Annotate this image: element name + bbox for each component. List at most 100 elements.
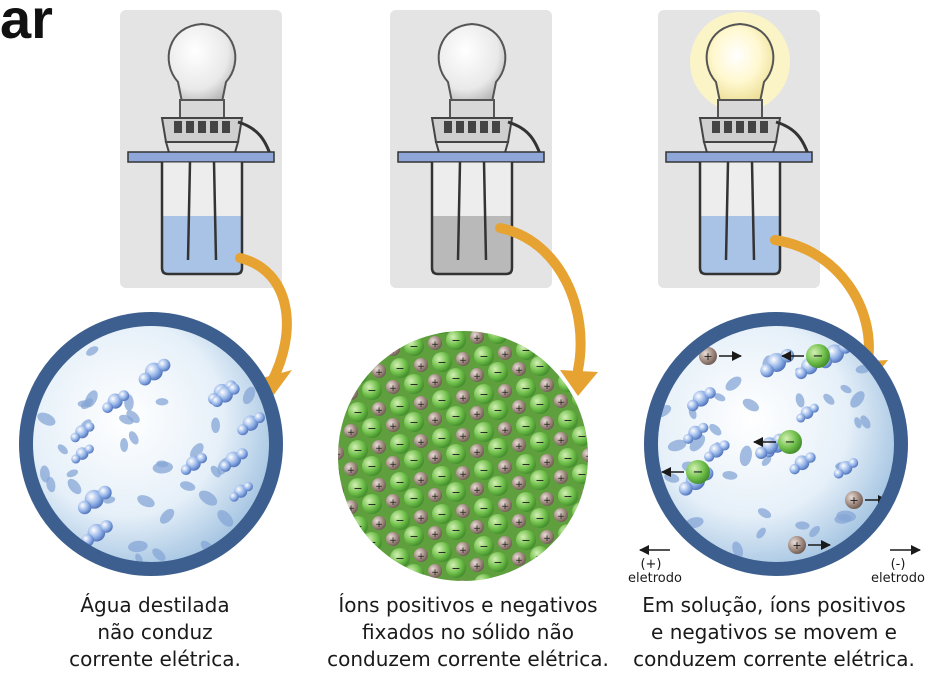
ion-sphere (428, 374, 442, 388)
negative-ion: − (614, 344, 634, 364)
ion-charge-symbol: − (563, 414, 572, 427)
positive-ion: + (512, 552, 526, 566)
ion-sphere (512, 362, 526, 376)
ion-sphere (338, 386, 340, 406)
ion-charge-symbol: − (605, 446, 614, 459)
negative-ion: − (488, 514, 508, 534)
water-molecule-blur (86, 346, 99, 356)
ion-sphere (428, 298, 442, 312)
water-molecule-blur (66, 469, 79, 478)
ion-charge-symbol: + (459, 546, 467, 556)
ion-charge-symbol: − (605, 370, 614, 383)
negative-ion: − (572, 426, 588, 446)
water-molecule-blur (156, 460, 169, 468)
ion-sphere (348, 554, 368, 574)
ion-sphere (338, 348, 340, 368)
positive-ion: + (540, 416, 554, 430)
hydrogen-atom (796, 413, 806, 423)
ion-charge-symbol: + (557, 398, 565, 408)
ion-sphere (372, 554, 386, 568)
water-molecule-blur (757, 508, 772, 519)
hydrogen-atom (196, 452, 208, 464)
hydrogen-atom (70, 432, 81, 443)
ion-sphere (470, 444, 484, 458)
ion-sphere (338, 446, 344, 460)
negative-ion: − (642, 322, 662, 342)
ion-sphere (474, 384, 494, 404)
positive-ion: + (386, 456, 400, 470)
negative-ion: − (362, 532, 382, 552)
ion-charge-symbol: + (347, 314, 355, 324)
positive-ion: + (344, 386, 358, 400)
electrode-rod (186, 161, 192, 261)
ion-charge-symbol: + (389, 498, 397, 508)
ion-sphere (498, 574, 512, 581)
positive-ion: + (428, 298, 442, 312)
electrode-sign-negative: (-) (890, 557, 906, 572)
positive-ion: + (596, 464, 610, 478)
ion-sphere (642, 512, 662, 532)
ion-charge-symbol: − (479, 350, 488, 363)
positive-ion: + (428, 564, 442, 578)
positive-ion: + (498, 460, 512, 474)
ion-charge-symbol: − (521, 458, 530, 471)
positive-ion: + (512, 362, 526, 376)
ion-sphere (344, 310, 358, 324)
ion-sphere (470, 292, 484, 306)
positive-ion: + (372, 364, 386, 378)
ion-charge-symbol: − (493, 442, 502, 455)
water-molecule-blur (159, 508, 175, 524)
positive-ion: + (638, 382, 652, 396)
ion-sphere (498, 384, 512, 398)
ion-sphere (474, 460, 494, 480)
ion-sphere (428, 488, 442, 502)
negative-ion: − (338, 348, 340, 368)
positive-ion: + (554, 546, 568, 560)
ion-charge-symbol: − (367, 422, 376, 435)
negative-ion: − (614, 306, 634, 326)
ion-charge-symbol: + (389, 574, 397, 584)
positive-ion: + (338, 522, 344, 536)
ion-charge-symbol: − (437, 508, 446, 521)
ion-sphere (512, 552, 526, 566)
ion-charge-symbol: + (557, 322, 565, 332)
water-molecule-blur (761, 456, 772, 467)
electrode-rod (482, 161, 488, 261)
ion-sphere (320, 310, 340, 330)
ion-charge-symbol: + (459, 394, 467, 404)
positive-ion: + (540, 568, 554, 581)
ion-sphere (470, 520, 484, 534)
socket-slot (760, 121, 768, 133)
negative-ion: − (348, 331, 368, 346)
ion-sphere (540, 378, 554, 392)
negative-ion: − (404, 336, 424, 356)
electrode-name-positive: eletrodo (628, 571, 682, 586)
ion-sphere (540, 454, 554, 468)
ion-sphere (699, 347, 717, 365)
ion-charge-symbol: + (417, 438, 425, 448)
negative-ion: − (642, 512, 662, 532)
apparatus-ionic-solution (658, 10, 820, 288)
caption-line: e negativos se movem e (651, 620, 897, 644)
ion-sphere (362, 494, 382, 514)
negative-ion: − (390, 548, 410, 568)
ion-sphere (540, 340, 554, 354)
negative-ion: − (600, 404, 620, 424)
ion-charge-symbol: + (431, 568, 439, 578)
water-molecule-blur (850, 391, 865, 408)
ion-sphere (456, 428, 470, 442)
positive-ion: + (338, 446, 344, 460)
positive-ion: + (456, 390, 470, 404)
water-molecule (102, 390, 130, 413)
ion-charge-symbol: + (515, 480, 523, 490)
ion-sphere (390, 434, 410, 454)
ion-charge-symbol: − (619, 310, 628, 323)
ion-charge-symbol: − (367, 308, 376, 321)
negative-ion: − (390, 510, 410, 530)
water-molecule (229, 481, 253, 502)
ion-charge-symbol: − (605, 294, 614, 307)
ion-sphere (554, 356, 568, 370)
positive-ion: + (428, 526, 442, 540)
ion-charge-symbol: + (389, 384, 397, 394)
hydrogen-atom (118, 390, 130, 402)
